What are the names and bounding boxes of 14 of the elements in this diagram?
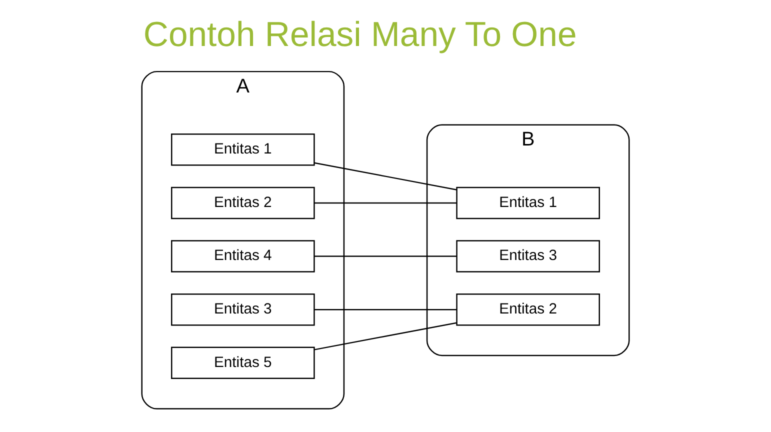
connector — [314, 202, 456, 204]
diagram-title: Contoh Relasi Many To One — [143, 16, 577, 54]
node-box: Entitas 2 — [456, 294, 600, 326]
connector — [314, 322, 457, 350]
node-box: Entitas 2 — [171, 186, 315, 220]
node-box: Entitas 5 — [171, 346, 315, 380]
connector — [314, 256, 456, 257]
connector — [314, 308, 456, 310]
node-box: Entitas 3 — [171, 294, 315, 326]
node-box: Entitas 1 — [171, 134, 315, 166]
node-box: Entitas 4 — [171, 240, 315, 272]
node-box: Entitas 3 — [456, 240, 600, 272]
node-box: Entitas 1 — [456, 186, 600, 220]
connector — [314, 162, 457, 190]
